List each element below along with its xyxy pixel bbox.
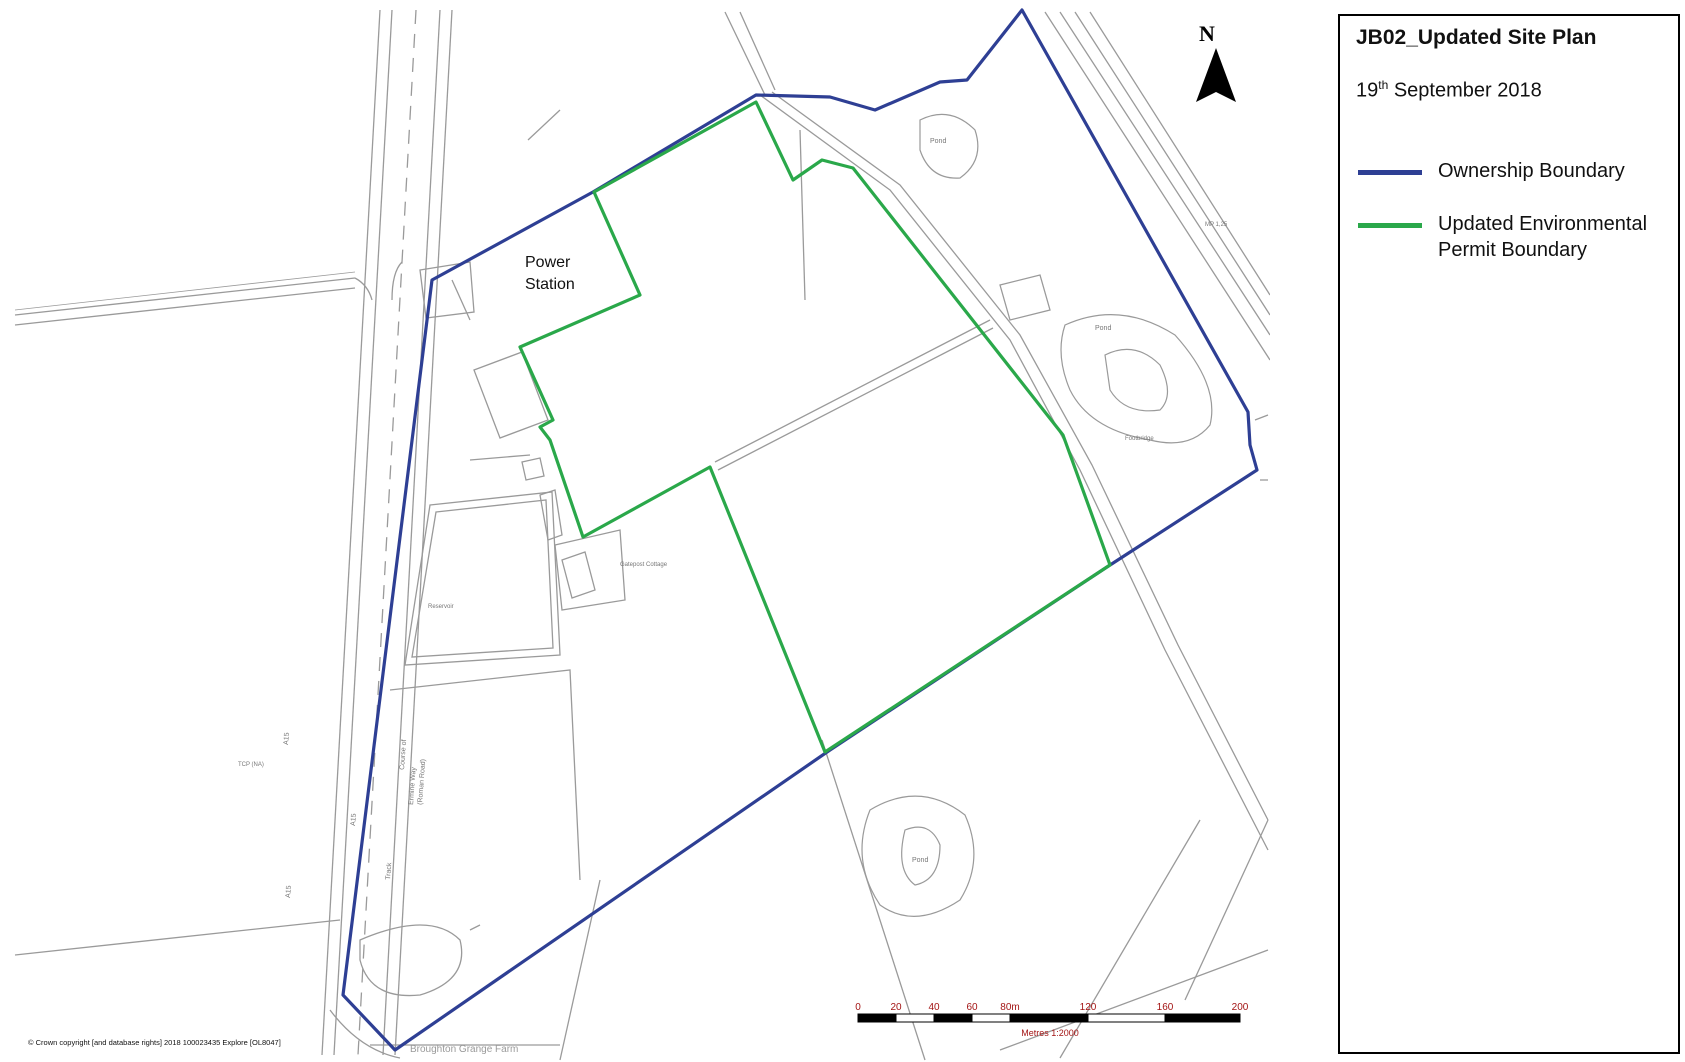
scale-bar: 0 20 40 60 80m 120 160 200 Metres 1:2000 [855,1002,1249,1038]
scale-segment [971,1013,1011,1023]
site-label-power: Power [525,254,571,271]
ownership-boundary[interactable] [341,8,1259,1052]
ownership-swatch [1358,170,1422,175]
scale-segment [1087,1013,1166,1023]
label-road-2: A15 [350,813,358,826]
basemap-linework [14,9,1270,1061]
label-pond-east: Pond [1095,325,1111,332]
legend-date: 19th September 2018 [1356,78,1542,103]
scale-tick-label: 20 [890,1002,902,1013]
legend-item-permit: Updated Environmental Permit Boundary [1358,211,1673,263]
scale-segment [857,1013,897,1023]
permit-swatch [1358,223,1422,228]
label-pond-north: Pond [930,138,946,145]
legend-label-ownership: Ownership Boundary [1438,160,1625,182]
label-road-6: Course of [399,739,408,770]
north-label: N [1199,21,1215,46]
scale-tick-label: 160 [1157,1002,1174,1013]
scale-tick-label: 0 [855,1002,861,1013]
north-arrow-icon [1196,48,1236,102]
legend-panel: JB02_Updated Site Plan 19th September 20… [1338,14,1680,1054]
site-label-station: Station [525,276,575,293]
ponds [861,113,1213,917]
scale-segments [857,1013,1241,1023]
scale-tick-label: 200 [1232,1002,1249,1013]
legend-item-ownership: Ownership Boundary [1358,158,1673,184]
date-suffix: th [1378,78,1389,92]
label-cottage: Gatepost Cottage [620,562,668,568]
rotated-road-labels: A15 A15 A15 Ermine Way (Roman Road) Cour… [283,732,427,898]
scale-segment [1164,1013,1241,1023]
label-road-5: (Roman Road) [417,759,427,805]
legend-label-permit: Updated Environmental Permit Boundary [1438,213,1648,261]
scale-tick-label: 80m [1000,1002,1019,1013]
label-road-4: Ermine Way [408,766,418,805]
copyright-notice: © Crown copyright [and database rights] … [28,1038,281,1047]
label-footbridge: Footbridge [1125,436,1154,442]
label-road-1: A15 [283,732,291,745]
label-spot-height: TCP (NA) [238,762,264,768]
label-road-3: A15 [285,885,293,898]
environmental-permit-boundary[interactable] [518,100,1112,754]
label-reservoir: Reservoir [428,604,454,610]
site-map[interactable]: Power Station Pond Pond Pond Footbridge … [0,0,1270,1062]
legend-title: JB02_Updated Site Plan [1356,26,1597,49]
date-rest: September 2018 [1388,79,1542,102]
scale-caption: Metres 1:2000 [1021,1028,1079,1038]
scale-tick-labels: 0 20 40 60 80m 120 160 200 [855,1002,1249,1013]
scale-segment [895,1013,935,1023]
date-day: 19 [1356,79,1379,102]
north-arrow: N [1196,21,1236,102]
scale-segment [1009,1013,1089,1023]
label-farm: Broughton Grange Farm [410,1044,518,1055]
label-pond-south: Pond [912,857,928,864]
scale-tick-label: 120 [1080,1002,1097,1013]
scale-tick-label: 60 [966,1002,978,1013]
scale-tick-label: 40 [928,1002,940,1013]
scale-segment [933,1013,973,1023]
label-road-east: MP 1,25 [1205,222,1228,228]
label-track: Track [385,862,393,880]
